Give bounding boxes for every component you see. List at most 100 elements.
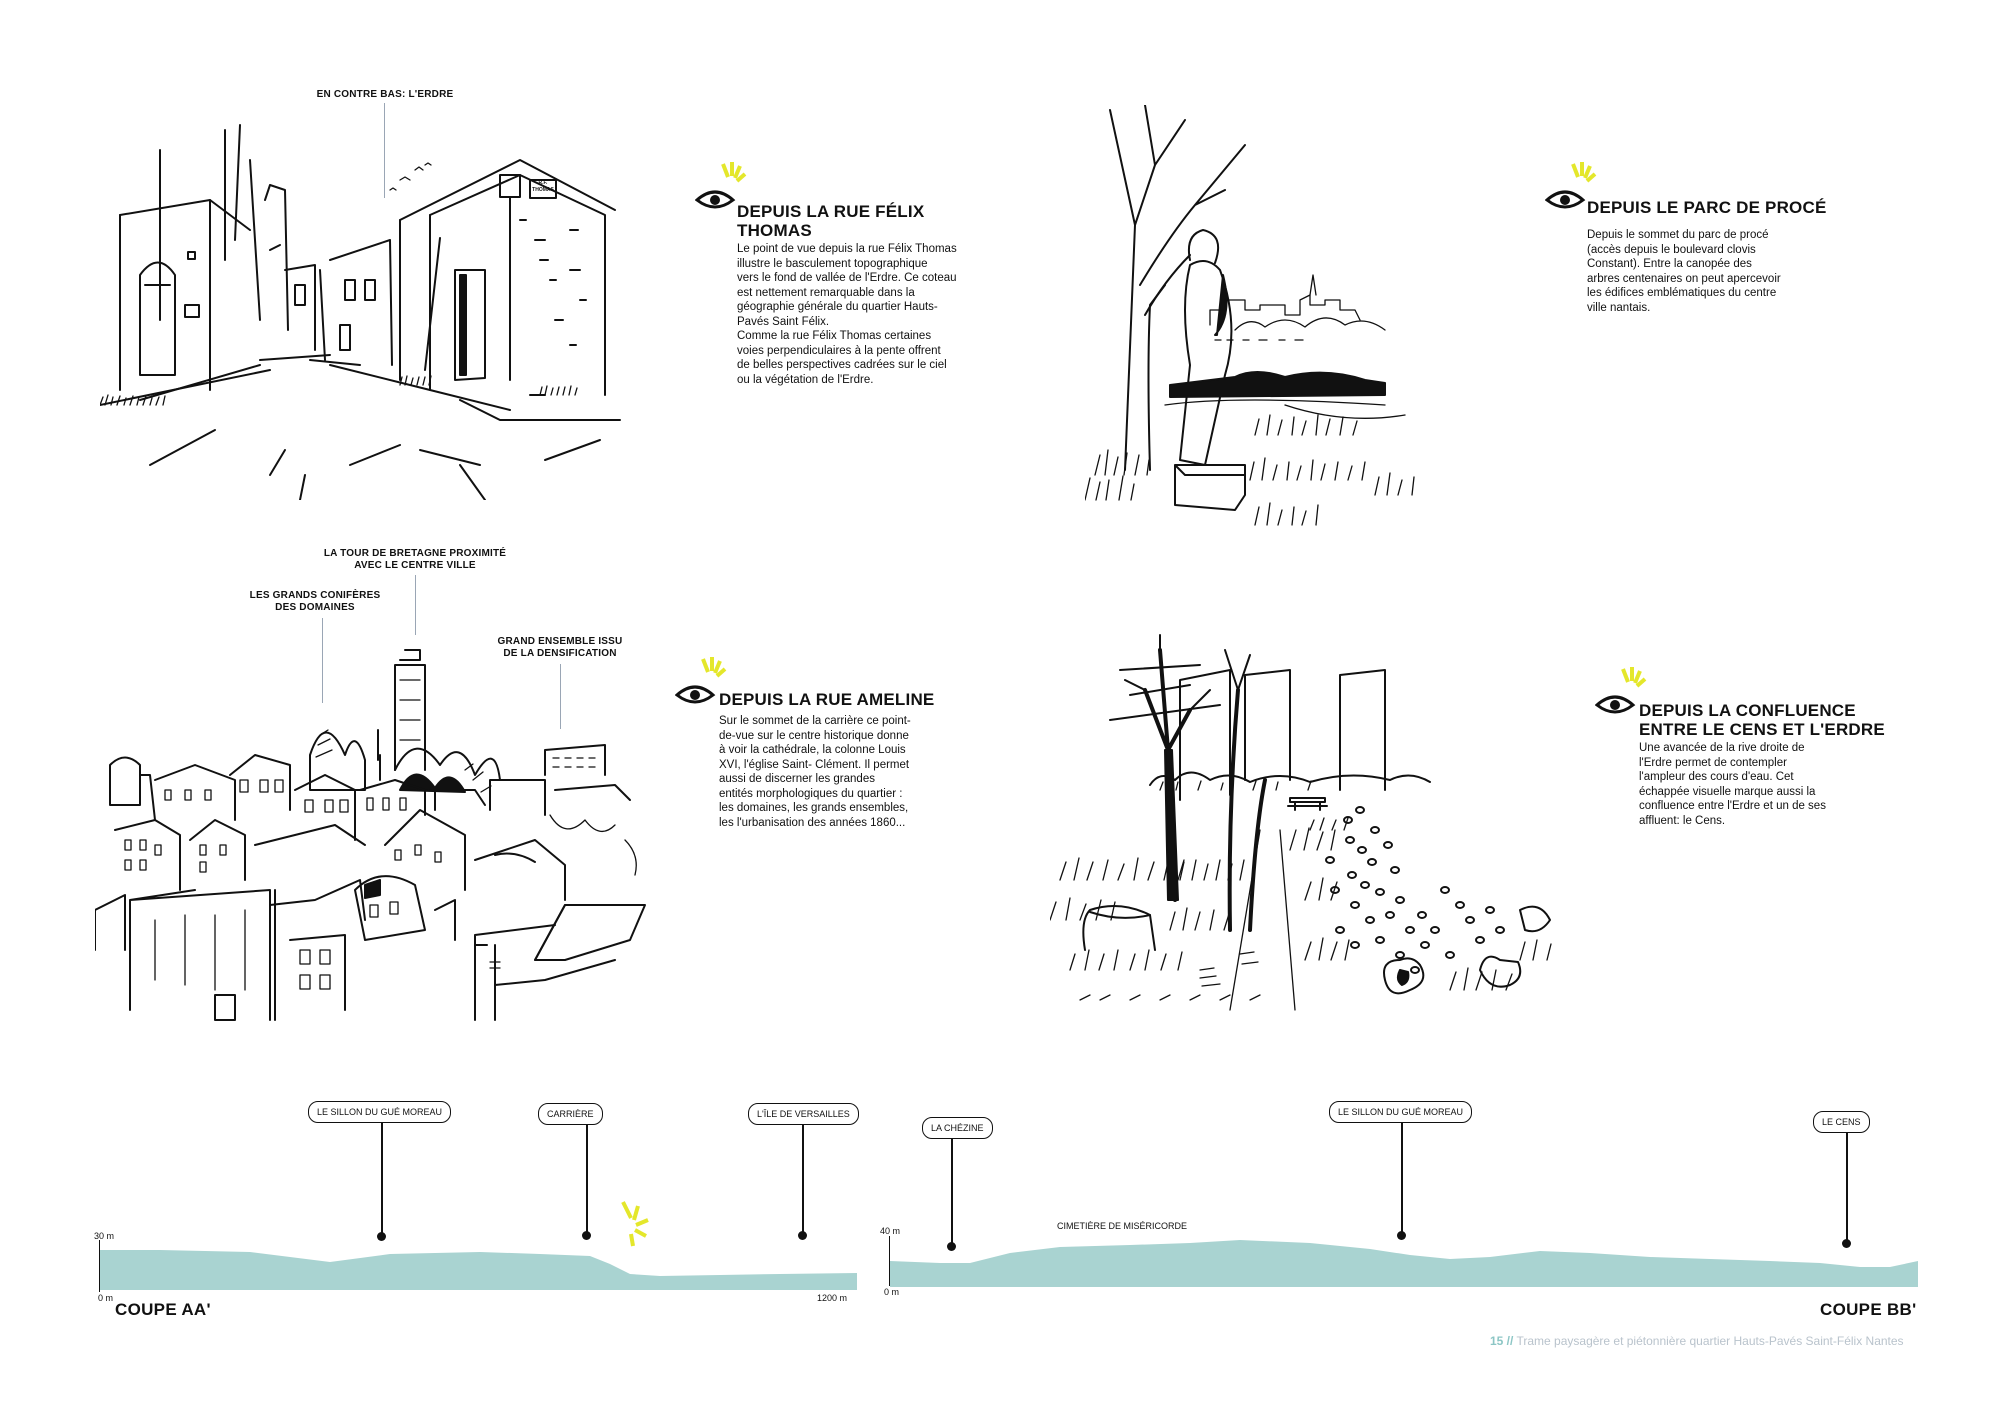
street-sign-line: R.F. [538, 180, 548, 186]
section-bb-ymin: 0 m [884, 1287, 900, 1297]
callout-grand-ensemble: GRAND ENSEMBLE ISSU DE LA DENSIFICATION [490, 636, 630, 660]
viewpoint-rays-icon [608, 1200, 658, 1255]
section-bb-axis [889, 1236, 890, 1286]
callout-erdre: EN CONTRE BAS: L'ERDRE [316, 89, 454, 100]
section-bb-stem [1401, 1123, 1403, 1235]
view-text-line: XVI, l'église Saint- Clément. Il permet [719, 758, 910, 771]
view-text-line: ou la végétation de l'Erdre. [737, 373, 874, 386]
view-description: Depuis le sommet du parc de procé (accès… [1587, 228, 1857, 315]
view-confluence: DEPUIS LA CONFLUENCE ENTRE LE CENS ET L'… [1595, 665, 1895, 845]
section-bb-label-chezine: LA CHÉZINE [922, 1117, 993, 1139]
view-text-line: (accès depuis le boulevard clovis [1587, 243, 1756, 256]
section-bb-title: COUPE BB' [1820, 1300, 1917, 1319]
view-title-line: DEPUIS LE PARC DE PROCÉ [1587, 198, 1827, 217]
section-bb-stem [1846, 1133, 1848, 1243]
view-title-line: ENTRE LE CENS ET L'ERDRE [1639, 720, 1885, 739]
view-title-line: DEPUIS LA CONFLUENCE [1639, 701, 1856, 720]
callout-coniferes-leader [322, 618, 323, 703]
view-text-line: vers le fond de vallée de l'Erdre. Ce co… [737, 272, 957, 284]
callout-line: LES GRANDS CONIFÈRES [249, 590, 381, 601]
view-text-line: ville nantais. [1587, 301, 1651, 314]
section-bb-terrain [890, 1235, 1918, 1287]
view-text-line: de belles perspectives cadrées sur le ci… [737, 359, 947, 371]
view-text-line: échappée visuelle marque aussi la [1639, 785, 1816, 798]
view-title: DEPUIS LA RUE FÉLIX THOMAS [737, 202, 997, 240]
view-title-line: THOMAS [737, 221, 812, 240]
view-text-line: aussi de discerner les grandes [719, 773, 875, 785]
callout-line: LA TOUR DE BRETAGNE PROXIMITÉ [323, 548, 507, 559]
view-rue-felix-thomas: DEPUIS LA RUE FÉLIX THOMAS Le point de v… [695, 160, 985, 400]
view-text-line: les l'urbanisation des années 1860... [719, 816, 906, 829]
view-title-line: DEPUIS LA RUE AMELINE [719, 690, 935, 709]
section-bb-annotation: CIMETIÈRE DE MISÉRICORDE [1057, 1221, 1188, 1231]
section-bb-ymax: 40 m [880, 1226, 901, 1236]
view-text-line: est nettement remarquable dans la [737, 286, 915, 299]
view-text-line: les domaines, les grands ensembles, [719, 802, 909, 814]
sketch-rue-felix-thomas [100, 120, 720, 500]
view-text-line: voies perpendiculaires à la pente offren… [737, 344, 941, 357]
section-bb-label-cens: LE CENS [1813, 1111, 1870, 1133]
section-aa-ymax: 30 m [94, 1231, 115, 1241]
section-aa-xmax: 1200 m [817, 1293, 848, 1303]
callout-tour-leader [415, 575, 416, 635]
street-sign: R.F. THOMAS [530, 180, 556, 198]
view-description: Une avancée de la rive droite de l'Erdre… [1639, 741, 1899, 828]
callout-erdre-leader [384, 103, 385, 198]
eye-icon [1595, 665, 1655, 715]
view-text-line: géographie générale du quartier Hauts- [737, 301, 938, 313]
section-aa-title: COUPE AA' [115, 1300, 211, 1319]
section-aa-axis [99, 1240, 100, 1292]
eye-icon [695, 160, 755, 210]
view-title: DEPUIS LA CONFLUENCE ENTRE LE CENS ET L'… [1639, 701, 1909, 739]
view-text-line: Depuis le sommet du parc de procé [1587, 229, 1769, 241]
view-text-line: confluence entre l'Erdre et un de ses [1639, 800, 1826, 812]
section-bb-marker [1842, 1239, 1851, 1248]
callout-line: DE LA DENSIFICATION [503, 648, 617, 659]
section-aa-marker [377, 1232, 386, 1241]
view-text-line: affluent: le Cens. [1639, 814, 1726, 827]
view-text-line: Sur le sommet de la carrière ce point- [719, 715, 911, 727]
sketch-parc-de-proce [1085, 105, 1445, 550]
view-text-line: Comme la rue Félix Thomas certaines [737, 330, 932, 342]
view-text-line: arbres centenaires on peut apercevoir [1587, 272, 1781, 285]
section-aa-label-ile-de-versailles: L'ÎLE DE VERSAILLES [748, 1103, 859, 1125]
view-text-line: Constant). Entre la canopée des [1587, 258, 1752, 270]
view-text-line: entités morphologiques du quartier : [719, 787, 903, 800]
view-text-line: Une avancée de la rive droite de [1639, 742, 1805, 754]
view-text-line: les édifices emblématiques du centre [1587, 287, 1777, 299]
section-aa-stem [381, 1123, 383, 1236]
view-text-line: illustre le basculement topographique [737, 257, 928, 270]
view-description: Le point de vue depuis la rue Félix Thom… [737, 242, 997, 387]
callout-coniferes: LES GRANDS CONIFÈRES DES DOMAINES [245, 590, 385, 614]
view-parc-de-proce: DEPUIS LE PARC DE PROCÉ Depuis le sommet… [1545, 160, 1845, 340]
view-description: Sur le sommet de la carrière ce point- d… [719, 714, 969, 830]
view-text-line: l'ampleur des cours d'eau. Cet [1639, 771, 1794, 783]
section-bb-stem [951, 1139, 953, 1245]
page-number: 15 // [1490, 1334, 1514, 1348]
sketch-rue-ameline [95, 640, 715, 1040]
callout-line: DES DOMAINES [275, 602, 355, 613]
view-text-line: Le point de vue depuis la rue Félix Thom… [737, 243, 957, 255]
section-aa-label-sillon: LE SILLON DU GUÉ MOREAU [308, 1101, 452, 1123]
callout-tour-de-bretagne: LA TOUR DE BRETAGNE PROXIMITÉ AVEC LE CE… [315, 548, 515, 572]
view-text-line: à voir la cathédrale, la colonne Louis [719, 744, 906, 756]
view-text-line: de-vue sur le centre historique donne [719, 729, 909, 742]
view-text-line: l'Erdre permet de contempler [1639, 756, 1787, 769]
street-sign-line: THOMAS [532, 187, 554, 193]
view-rue-ameline: DEPUIS LA RUE AMELINE Sur le sommet de l… [675, 655, 965, 845]
section-aa-stem [586, 1125, 588, 1235]
view-title: DEPUIS LE PARC DE PROCÉ [1587, 198, 1857, 217]
view-title: DEPUIS LA RUE AMELINE [719, 690, 979, 709]
section-aa-terrain [100, 1240, 857, 1290]
view-title-line: DEPUIS LA RUE FÉLIX [737, 202, 925, 221]
callout-line: AVEC LE CENTRE VILLE [354, 560, 476, 571]
footer-title: Trame paysagère et piétonnière quartier … [1516, 1334, 1904, 1348]
section-bb-marker [1397, 1231, 1406, 1240]
eye-icon [675, 655, 735, 705]
eye-icon [1545, 160, 1605, 210]
section-bb-marker [947, 1242, 956, 1251]
sketch-confluence [1050, 630, 1560, 1015]
section-aa-marker [582, 1231, 591, 1240]
page-footer: 15 // Trame paysagère et piétonnière qua… [1490, 1334, 1904, 1348]
section-aa-ymin: 0 m [98, 1293, 114, 1303]
